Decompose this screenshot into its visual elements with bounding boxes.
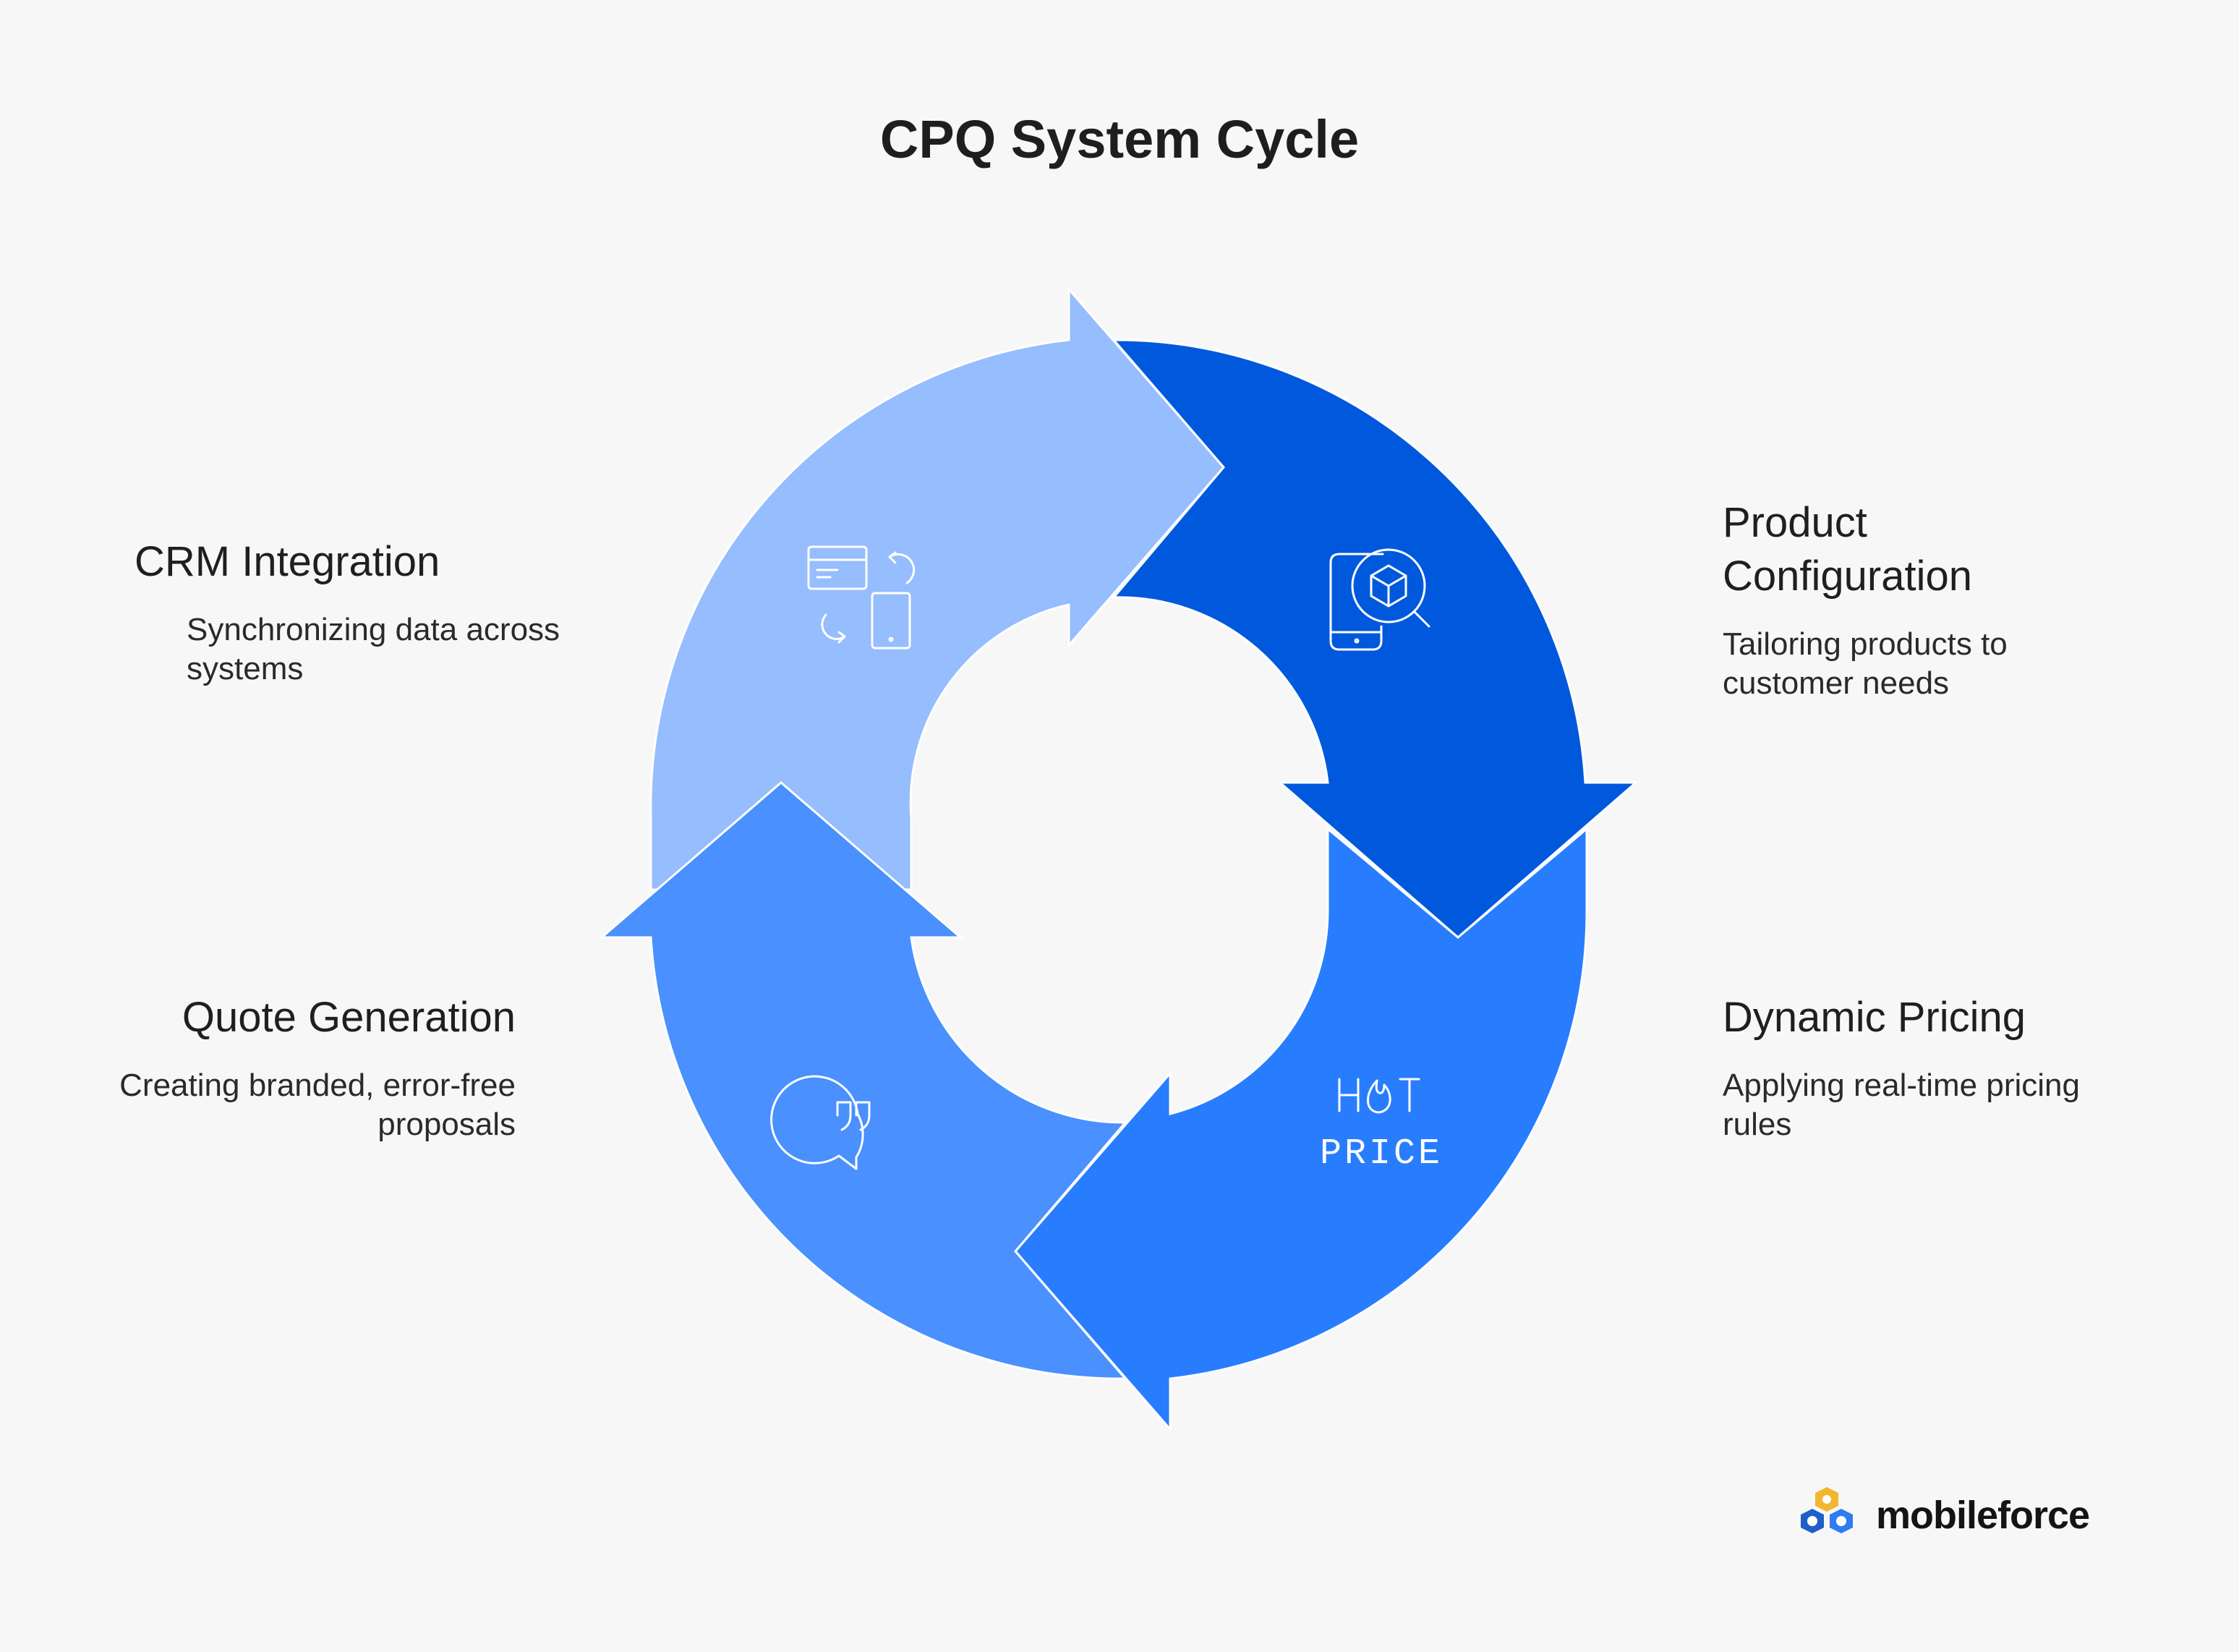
configuration-title: Product Configuration — [1723, 499, 1972, 600]
crm-title: CRM Integration — [135, 538, 440, 585]
crm-description: Synchronizing data across systems — [187, 612, 560, 686]
pricing-description: Applying real-time pricing rules — [1723, 1068, 2080, 1142]
stage-quote: Quote Generation Creating branded, error… — [82, 991, 516, 1144]
quote-segment — [598, 781, 1128, 1380]
brand-logo: mobileforce — [1798, 1483, 2090, 1548]
logo-text: mobileforce — [1876, 1494, 2090, 1537]
stage-pricing: Dynamic Pricing Applying real-time prici… — [1723, 991, 2157, 1144]
stage-configuration: Product Configuration Tailoring products… — [1723, 496, 2128, 703]
hot-price-icon: PRICE — [1320, 1078, 1443, 1175]
pricing-title: Dynamic Pricing — [1723, 994, 2026, 1041]
pricing-segment — [1014, 826, 1588, 1433]
stage-crm: CRM Integration Synchronizing data acros… — [135, 535, 592, 689]
quote-description: Creating branded, error-free proposals — [119, 1068, 516, 1142]
quote-bubble-icon — [770, 1075, 871, 1170]
configuration-description: Tailoring products to customer needs — [1723, 626, 2008, 701]
mobileforce-logo-icon — [1801, 1487, 1853, 1533]
page-title: CPQ System Cycle — [879, 109, 1360, 169]
hot-price-icon-text: PRICE — [1320, 1133, 1443, 1175]
configuration-segment — [1111, 339, 1639, 939]
product-search-icon — [1329, 548, 1430, 651]
quote-title: Quote Generation — [182, 994, 516, 1041]
crm-sync-icon — [807, 545, 916, 650]
crm-segment — [649, 286, 1225, 891]
